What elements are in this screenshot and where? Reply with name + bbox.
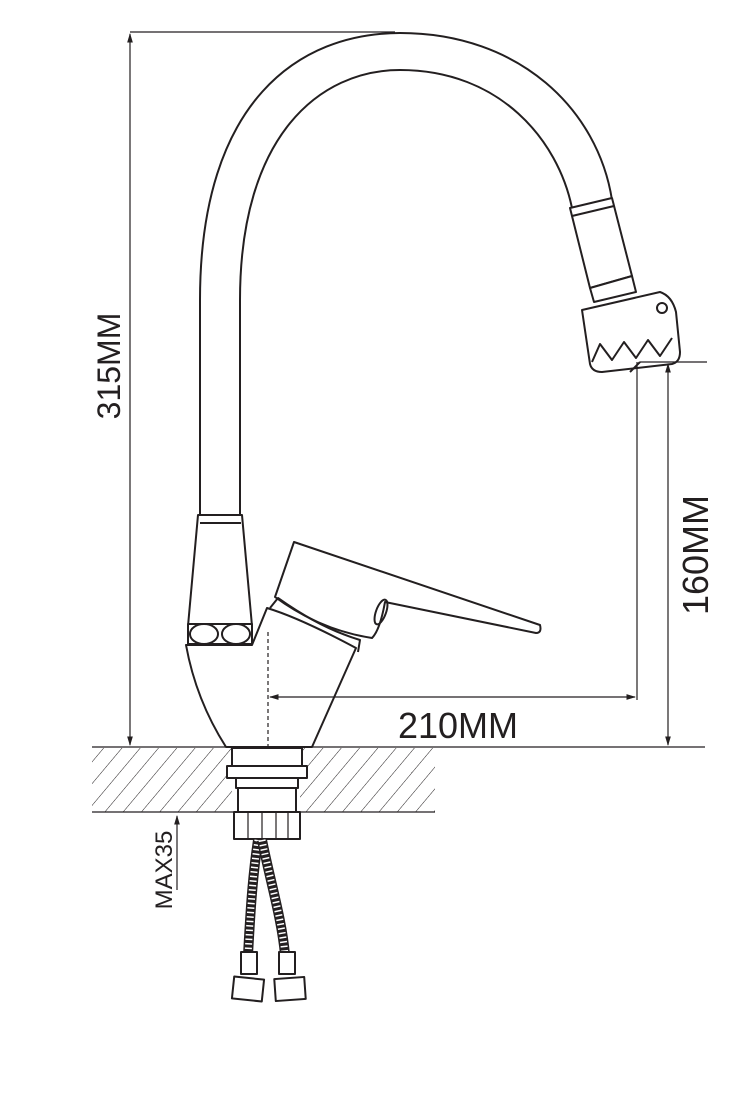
mounting-nut [226, 747, 308, 840]
dimension-315 [127, 31, 395, 746]
height-label: 315MM [91, 313, 127, 420]
lever-handle [269, 541, 542, 653]
spout-height-label: 160MM [675, 495, 716, 615]
reach-label: 210MM [398, 705, 518, 746]
gooseneck-spout [199, 32, 637, 515]
counter-thickness-label: MAX35 [151, 831, 178, 910]
spray-head [581, 291, 681, 373]
dimension-210 [267, 632, 636, 747]
dimension-160 [636, 361, 707, 746]
faucet-body [185, 514, 357, 748]
supply-hoses [230, 839, 307, 1003]
countertop [92, 746, 705, 813]
